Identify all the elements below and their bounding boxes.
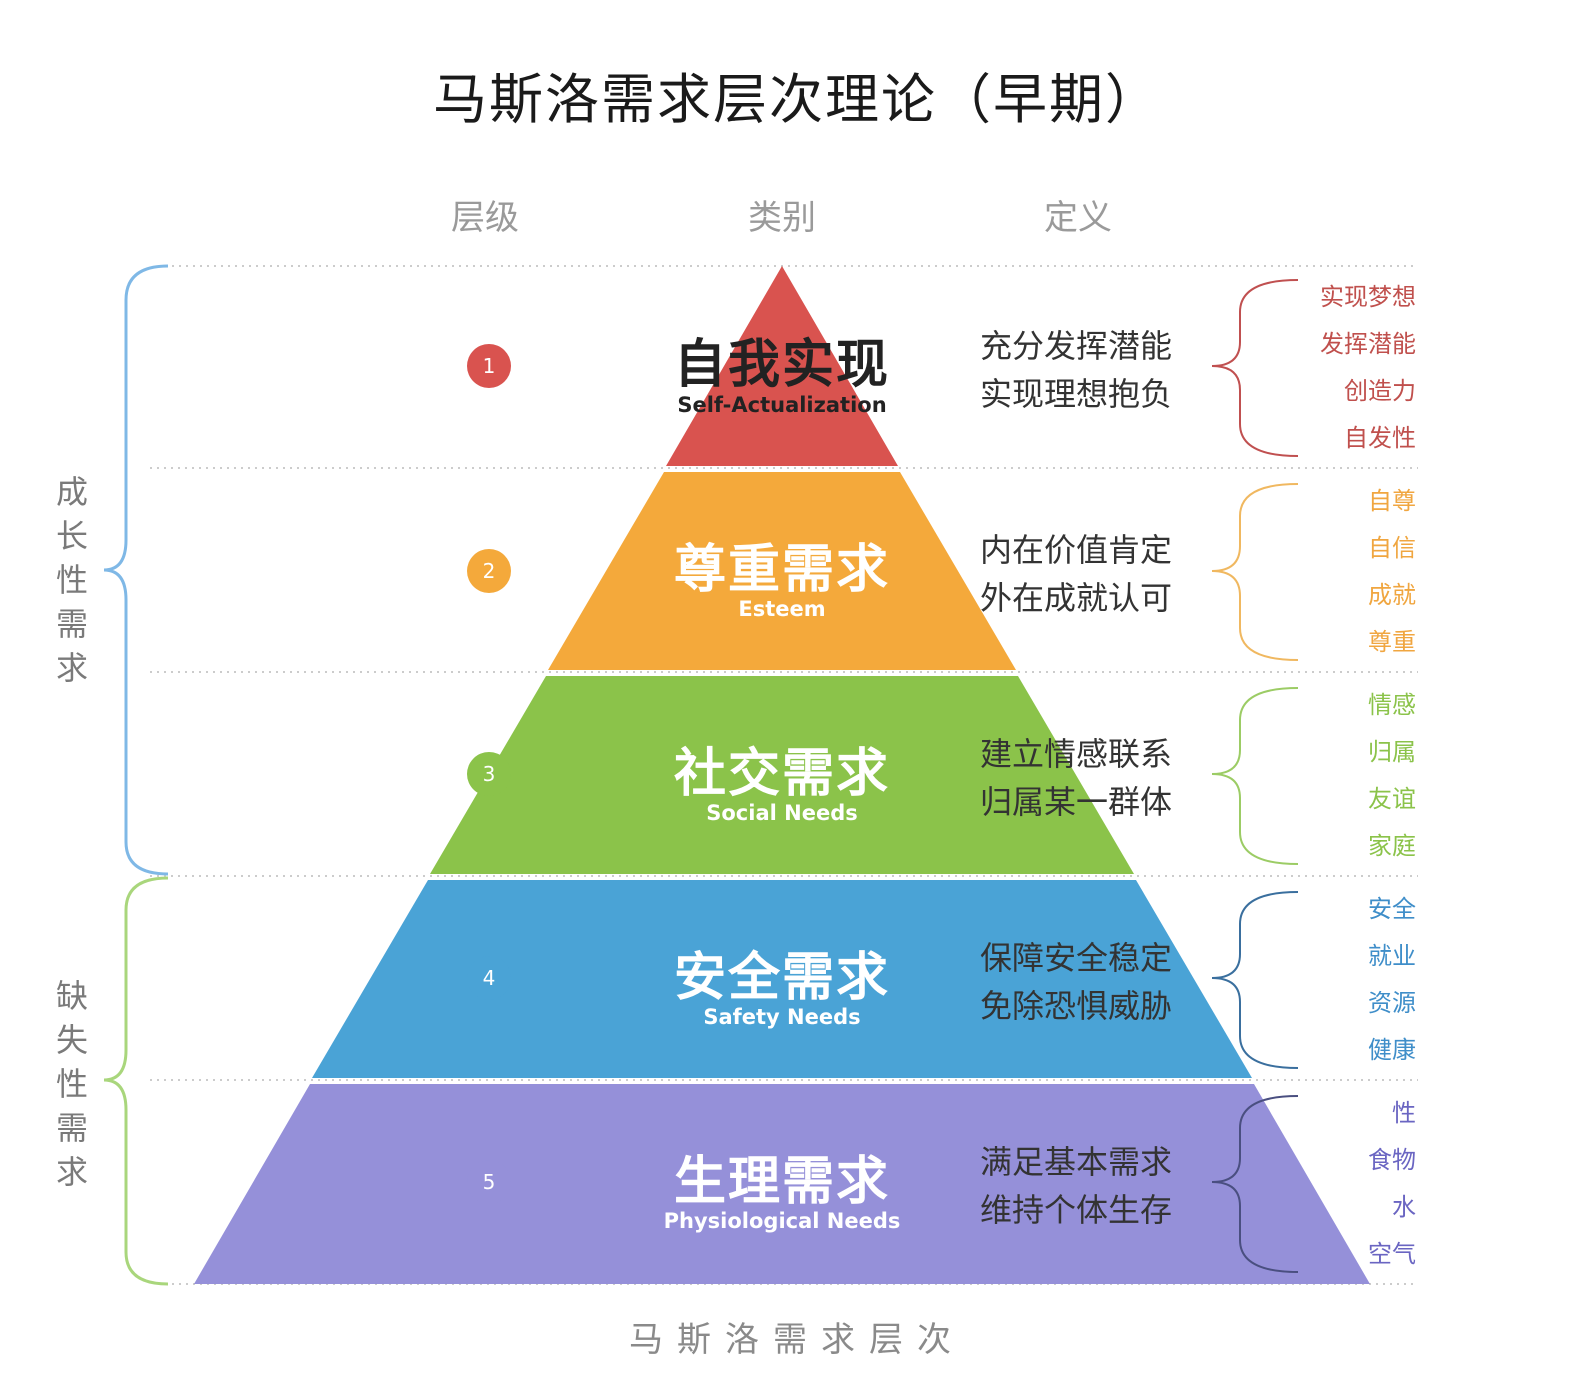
tier-3-shape [430,676,1134,874]
level-4-number: 4 [483,966,496,990]
level-2-name: 尊重需求 [673,540,890,600]
diagram-caption: 马斯洛需求层次 [629,1320,965,1360]
tier-5-shape [194,1084,1370,1284]
level-5-definition: 满足基本需求维持个体生存 [980,1143,1173,1229]
level-5-keywords: 性食物 水空气 [1368,1099,1416,1268]
level-5-name: 生理需求 [673,1152,890,1212]
level-4-keywords: 安全就业 资源健康 [1368,895,1416,1064]
growth-brace [103,264,169,876]
level-4-english: Safety Needs [703,1005,861,1029]
level-5-number: 5 [483,1170,496,1194]
diagram-title: 马斯洛需求层次理论（早期） [433,68,1161,131]
level-2-definition: 内在价值肯定外在成就认可 [980,531,1173,617]
header-level: 层级 [451,198,519,238]
tier-1-shape [666,266,898,466]
level-3-keywords: 情感归属 友谊家庭 [1368,691,1416,860]
deficiency-needs-label: 缺失性需求 [55,977,88,1191]
level-4-definition: 保障安全稳定免除恐惧威胁 [980,939,1173,1025]
level-1-english: Self-Actualization [677,393,887,417]
level-2-keywords: 自尊自信 成就尊重 [1368,487,1416,656]
level-3-english: Social Needs [706,801,858,825]
level-2-english: Esteem [738,597,826,621]
level-3-number: 3 [483,762,496,786]
level-1-definition: 充分发挥潜能实现理想抱负 [980,327,1173,413]
tier-4-shape [312,880,1252,1078]
level-4-name: 安全需求 [673,948,890,1008]
keyword-brace-4 [1211,891,1299,1069]
keyword-brace-1 [1211,279,1299,457]
level-3-name: 社交需求 [673,744,890,804]
keyword-brace-3 [1211,687,1299,865]
deficiency-brace [103,876,169,1286]
level-circles [467,344,511,1204]
tier-2-shape [548,472,1016,670]
level-5-english: Physiological Needs [663,1209,901,1233]
growth-needs-label: 成长性需求 [55,473,88,687]
level-3-definition: 建立情感联系归属某一群体 [980,735,1173,821]
level-2-number: 2 [483,559,496,583]
level-1-keywords: 实现梦想发挥潜能 创造力自发性 [1320,283,1416,452]
level-1-number: 1 [483,354,496,378]
header-definition: 定义 [1044,198,1112,238]
level-1-name: 自我实现 [673,335,890,395]
keyword-brace-5 [1211,1095,1299,1273]
keyword-brace-2 [1211,483,1299,661]
header-category: 类别 [748,198,816,238]
